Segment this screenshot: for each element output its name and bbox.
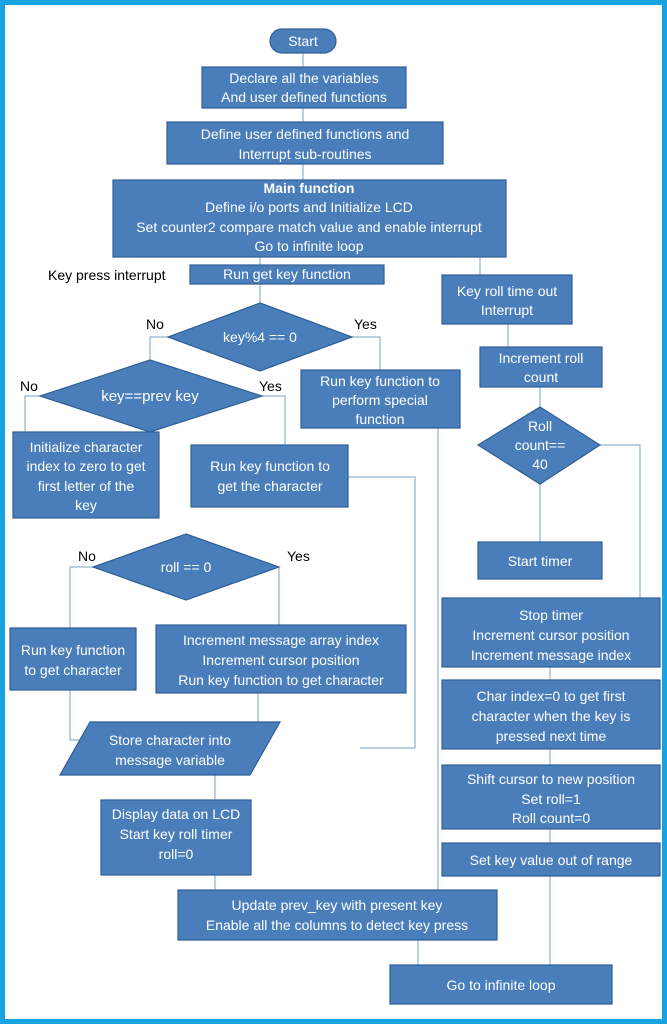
roll-zero-no-label: No xyxy=(78,548,96,564)
main-line-3: Go to infinite loop xyxy=(255,238,364,254)
store-line-1: Store character into xyxy=(109,732,231,748)
roll-zero-yes-label: Yes xyxy=(287,548,310,564)
key-mod-no-label: No xyxy=(146,316,164,332)
start-label: Start xyxy=(288,33,318,49)
display-line-1: Display data on LCD xyxy=(112,806,240,822)
get-char-line-2: get the character xyxy=(217,478,322,494)
special-function-box: Run key function to perform special func… xyxy=(300,369,461,429)
roll-zero-label: roll == 0 xyxy=(161,559,212,575)
special-line-2: perform special xyxy=(332,392,428,408)
prev-key-no-label: No xyxy=(20,378,38,394)
shift-cursor-line-3: Roll count=0 xyxy=(512,810,590,826)
roll-timeout-interrupt-box: Key roll time out Interrupt xyxy=(441,274,573,325)
char-index-box: Char index=0 to get first character when… xyxy=(441,679,661,750)
shift-cursor-box: Shift cursor to new position Set roll=1 … xyxy=(441,764,661,830)
init-char-line-4: key xyxy=(75,497,97,513)
incr-msg-line-1: Increment message array index xyxy=(183,632,379,648)
main-function-box: Main function Define i/o ports and Initi… xyxy=(112,179,507,258)
roll-count-decision: Roll count== 40 xyxy=(476,406,602,485)
stop-timer-line-3: Increment message index xyxy=(471,647,631,663)
key-mod-decision: key%4 == 0 xyxy=(166,302,354,372)
declare-line-1: Declare all the variables xyxy=(229,70,378,86)
stop-timer-box: Stop timer Increment cursor position Inc… xyxy=(441,597,661,668)
char-index-line-1: Char index=0 to get first xyxy=(476,688,625,704)
prev-key-decision: key==prev key xyxy=(38,359,264,433)
prev-key-yes-label: Yes xyxy=(259,378,282,394)
stop-timer-line-1: Stop timer xyxy=(519,607,583,623)
run-get-key-label: Run get key function xyxy=(223,266,351,282)
set-key-label: Set key value out of range xyxy=(470,852,633,868)
key-press-interrupt-label: Key press interrupt xyxy=(48,267,166,283)
define-funcs-line-1: Define user defined functions and xyxy=(201,126,410,142)
store-character-io: Store character into message variable xyxy=(58,721,282,776)
roll-timeout-line-2: Interrupt xyxy=(481,302,533,318)
main-line-2: Set counter2 compare match value and ena… xyxy=(136,219,482,235)
main-line-1: Define i/o ports and Initialize LCD xyxy=(205,199,413,215)
run-key-character-box: Run key function to get character xyxy=(9,627,137,691)
roll-count-line-3: 40 xyxy=(532,456,548,472)
start-timer-box: Start timer xyxy=(477,541,603,580)
init-char-line-3: first letter of the xyxy=(38,478,135,494)
incr-msg-line-2: Increment cursor position xyxy=(202,652,359,668)
shift-cursor-line-1: Shift cursor to new position xyxy=(467,771,635,787)
declare-line-2: And user defined functions xyxy=(221,89,387,105)
roll-timeout-line-1: Key roll time out xyxy=(457,283,557,299)
run-key-char-line-2: to get character xyxy=(24,662,122,678)
declare-variables-box: Declare all the variables And user defin… xyxy=(201,66,407,109)
main-function-title: Main function xyxy=(264,180,355,196)
run-get-key-box: Run get key function xyxy=(189,264,385,285)
incr-roll-line-2: count xyxy=(524,369,558,385)
define-funcs-line-2: Interrupt sub-routines xyxy=(238,146,371,162)
display-line-3: roll=0 xyxy=(159,846,194,862)
get-char-line-1: Run key function to xyxy=(210,458,330,474)
key-mod-label: key%4 == 0 xyxy=(223,329,297,345)
incr-roll-line-1: Increment roll xyxy=(499,350,584,366)
key-mod-yes-label: Yes xyxy=(354,316,377,332)
start-timer-label: Start timer xyxy=(508,553,573,569)
init-char-line-1: Initialize character xyxy=(30,439,143,455)
define-functions-box: Define user defined functions and Interr… xyxy=(166,121,444,165)
special-line-1: Run key function to xyxy=(320,373,440,389)
shift-cursor-line-2: Set roll=1 xyxy=(521,791,581,807)
infinite-loop-box: Go to infinite loop xyxy=(389,964,613,1005)
start-terminator: Start xyxy=(269,28,337,54)
init-char-line-2: index to zero to get xyxy=(26,458,145,474)
update-prev-line-2: Enable all the columns to detect key pre… xyxy=(206,917,468,933)
display-lcd-box: Display data on LCD Start key roll timer… xyxy=(100,799,252,876)
roll-count-line-2: count== xyxy=(515,437,566,453)
infinite-loop-label: Go to infinite loop xyxy=(447,977,556,993)
run-key-char-line-1: Run key function xyxy=(21,642,125,658)
connectors xyxy=(24,53,641,965)
update-prev-key-box: Update prev_key with present key Enable … xyxy=(177,889,498,941)
special-line-3: function xyxy=(355,411,404,427)
char-index-line-2: character when the key is xyxy=(472,708,631,724)
update-prev-line-1: Update prev_key with present key xyxy=(232,897,443,913)
init-char-index-box: Initialize character index to zero to ge… xyxy=(12,431,160,519)
display-line-2: Start key roll timer xyxy=(120,826,233,842)
roll-zero-decision: roll == 0 xyxy=(91,533,281,601)
set-key-box: Set key value out of range xyxy=(441,842,661,877)
prev-key-label: key==prev key xyxy=(101,388,199,405)
char-index-line-3: pressed next time xyxy=(496,728,607,744)
get-character-box: Run key function to get the character xyxy=(190,444,349,508)
stop-timer-line-2: Increment cursor position xyxy=(472,627,629,643)
roll-count-line-1: Roll xyxy=(528,418,552,434)
increment-roll-box: Increment roll count xyxy=(479,346,603,388)
increment-message-box: Increment message array index Increment … xyxy=(155,624,407,694)
store-line-2: message variable xyxy=(115,752,225,768)
incr-msg-line-3: Run key function to get character xyxy=(178,672,384,688)
